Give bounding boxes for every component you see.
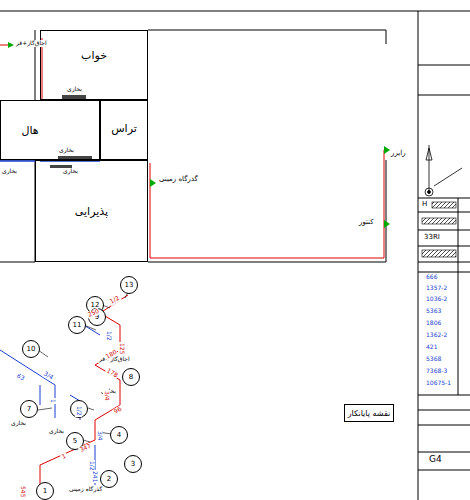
table-cell: 1806 — [425, 320, 442, 327]
callout-number: 11 — [73, 321, 82, 329]
gas-pipe-plan — [0, 38, 384, 258]
fixture-label: G4 — [428, 455, 443, 465]
isometric-branch — [0, 324, 100, 485]
pipe-dimension: 96 — [112, 405, 124, 416]
table-cell: 10675-1 — [425, 380, 452, 387]
pipe-dimension: 3/4 — [96, 430, 103, 442]
callout-number: 7 — [27, 405, 31, 413]
fixture-label: رایزر — [390, 150, 407, 158]
callout-circle: 8 — [122, 368, 140, 386]
room-box: خواب — [40, 30, 148, 100]
sheet-frame — [0, 11, 470, 500]
callout-number: 8 — [129, 373, 133, 381]
fixture-label: اجاق‌گاز+فر — [98, 356, 131, 363]
pipe-dimension: 3/4 — [42, 370, 55, 382]
room-box: پذیرایی — [35, 160, 148, 262]
fixture-label: بخاری — [58, 147, 75, 154]
callout-circle: 1 — [36, 482, 54, 500]
fixture-label: 33RI — [423, 234, 441, 242]
pipe-dimension: 63 — [15, 372, 27, 383]
room-name: پذیرایی — [75, 205, 108, 218]
fixture-label: گذرگاه زمینی — [158, 176, 199, 184]
pipe-dimension: 1 — [60, 453, 68, 461]
pipe-dimension: 241 — [91, 470, 98, 483]
table-cell: 1036-2 — [425, 296, 448, 303]
pipe-dimension: 178 — [105, 367, 120, 379]
fixture-label: گذرگاه زمینی — [68, 486, 103, 493]
title-hatch — [422, 202, 456, 257]
heater-symbol — [50, 95, 92, 168]
table-cell: 421 — [425, 344, 438, 351]
callout-number: 4 — [117, 431, 121, 439]
fixture-label: بخاری — [62, 168, 79, 175]
valve-marker — [8, 42, 390, 228]
fixture-label: اجاق‌گاز+فر — [15, 40, 48, 47]
sheet-title: نقشه پایانکار — [348, 409, 391, 418]
pipe-dimension: 125 — [118, 342, 125, 355]
title-box: نقشه پایانکار — [344, 404, 394, 422]
fixture-label: بخاری — [1, 168, 18, 175]
callout-circle: 11 — [68, 316, 86, 334]
room-name: تراس — [111, 122, 137, 135]
pipe-dimension: 3/4 — [103, 390, 110, 402]
callout-number: 1 — [43, 487, 47, 495]
fixture-label: بخاری — [48, 428, 65, 435]
callout-circle: 7 — [20, 400, 38, 418]
fixture-label: H — [421, 201, 428, 209]
callout-number: 5 — [73, 437, 77, 445]
fixture-label: بخاری — [10, 420, 27, 427]
callout-number: 2 — [107, 475, 111, 483]
callout-number: 10 — [27, 345, 36, 353]
pipe-dimension: 1 — [49, 398, 56, 404]
table-cell: 5363 — [425, 308, 442, 315]
fixture-label: کنتور — [358, 219, 375, 227]
room-name: خواب — [81, 49, 107, 62]
callout-number: 3 — [131, 460, 135, 468]
walls — [0, 30, 386, 262]
table-cell: 1362-2 — [425, 332, 448, 339]
north-arrow — [425, 145, 462, 196]
table-cell: 5368 — [425, 356, 442, 363]
callout-circle: 3 — [124, 455, 142, 473]
pipe-dimension: 1/2 — [75, 405, 82, 417]
fixture-label: بخاری — [66, 86, 83, 93]
leader-line — [38, 292, 128, 488]
pipe-dimension: 545 — [19, 485, 26, 498]
pipe-dimension: 1/2 — [105, 330, 112, 342]
table-cell: 666 — [425, 274, 438, 281]
callout-number: 13 — [125, 281, 134, 289]
table-cell: 7368-3 — [425, 368, 448, 375]
table-cell: 1357-2 — [425, 285, 448, 292]
isometric-gas-line — [40, 295, 128, 495]
callout-circle: 13 — [120, 276, 138, 294]
callout-circle: 4 — [110, 426, 128, 444]
callout-circle: 10 — [22, 340, 40, 358]
room-box: هال — [0, 100, 100, 160]
room-name: هال — [21, 124, 38, 137]
room-box: تراس — [100, 100, 148, 160]
